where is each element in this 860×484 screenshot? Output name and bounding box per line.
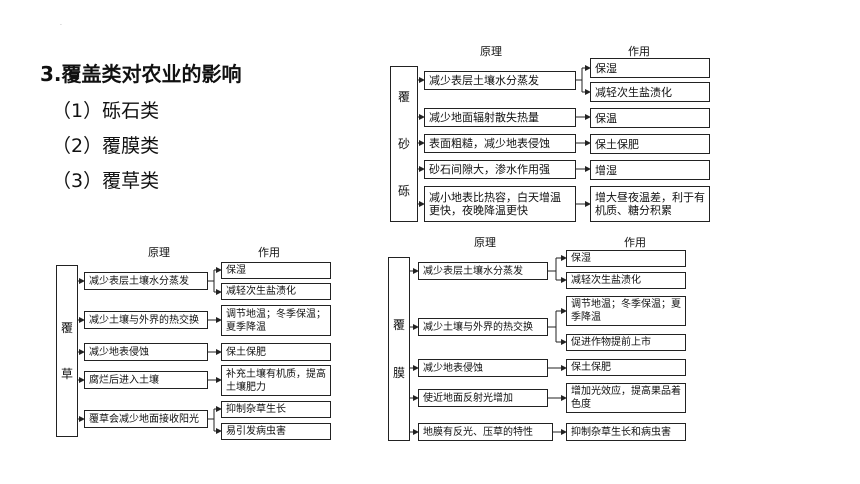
gravel-effect-1b: 减轻次生盐渍化 xyxy=(590,82,710,102)
film-effect-2b: 促进作物提前上市 xyxy=(566,334,686,351)
film-side-box: 覆 膜 xyxy=(388,257,410,441)
straw-effect-2: 调节地温；冬季保温；夏季降温 xyxy=(221,305,331,336)
gravel-effect-3: 保土保肥 xyxy=(590,134,710,154)
gravel-principle-2: 减少地面辐射散失热量 xyxy=(424,108,576,127)
straw-side-char-2: 草 xyxy=(60,367,73,381)
gravel-principle-4: 砂石间隙大，渗水作用强 xyxy=(424,160,576,179)
list-item-straw: （3）覆草类 xyxy=(52,170,160,192)
film-principle-1: 减少表层土壤水分蒸发 xyxy=(418,262,548,280)
straw-header-principle: 原理 xyxy=(148,246,170,259)
straw-effect-1b: 减轻次生盐渍化 xyxy=(221,283,331,300)
gravel-effect-4: 增湿 xyxy=(590,160,710,180)
straw-principle-2: 减少土壤与外界的热交换 xyxy=(84,311,208,329)
gravel-effect-1a: 保湿 xyxy=(590,58,710,78)
gravel-principle-5: 减小地表比热容，白天增温更快，夜晚降温更快 xyxy=(424,186,576,222)
decorative-dot: · xyxy=(60,22,62,29)
gravel-effect-5: 增大昼夜温差，利于有机质、糖分积累 xyxy=(590,186,710,222)
straw-effect-4: 补充土壤有机质，提高土壤肥力 xyxy=(221,365,331,396)
straw-principle-5: 覆草会减少地面接收阳光 xyxy=(84,410,208,428)
film-principle-4: 使近地面反射光增加 xyxy=(418,389,548,407)
film-side-char-1: 覆 xyxy=(392,318,405,332)
film-principle-2: 减少土壤与外界的热交换 xyxy=(418,318,548,336)
list-item-film: （2）覆膜类 xyxy=(52,135,160,157)
gravel-principle-3: 表面粗糙，减少地表侵蚀 xyxy=(424,134,576,153)
film-effect-2a: 调节地温；冬季保温；夏季降温 xyxy=(566,296,686,326)
gravel-principle-1: 减少表层土壤水分蒸发 xyxy=(424,71,576,90)
gravel-effect-2: 保温 xyxy=(590,108,710,128)
straw-principle-1: 减少表层土壤水分蒸发 xyxy=(84,272,208,290)
film-principle-3: 减少地表侵蚀 xyxy=(418,359,548,377)
film-effect-1b: 减轻次生盐渍化 xyxy=(566,272,686,289)
list-item-gravel: （1）砾石类 xyxy=(52,100,160,122)
straw-header-effect: 作用 xyxy=(258,246,280,259)
gravel-side-char-3: 砾 xyxy=(397,184,410,199)
gravel-side-box: 覆 砂 砾 xyxy=(390,66,418,222)
straw-effect-5b: 易引发病虫害 xyxy=(221,423,331,440)
gravel-side-char-2: 砂 xyxy=(397,136,410,151)
film-effect-5: 抑制杂草生长和病虫害 xyxy=(566,423,686,441)
straw-side-char-1: 覆 xyxy=(60,321,73,335)
film-header-principle: 原理 xyxy=(474,236,496,249)
gravel-header-effect: 作用 xyxy=(628,45,650,58)
film-effect-1a: 保湿 xyxy=(566,250,686,267)
film-side-char-2: 膜 xyxy=(392,366,405,380)
section-heading: 3.覆盖类对农业的影响 xyxy=(40,62,242,86)
film-effect-3: 保土保肥 xyxy=(566,359,686,376)
gravel-side-char-1: 覆 xyxy=(397,89,410,104)
straw-effect-1a: 保湿 xyxy=(221,262,331,279)
straw-side-box: 覆 草 xyxy=(56,265,78,437)
straw-principle-3: 减少地表侵蚀 xyxy=(84,343,208,361)
gravel-header-principle: 原理 xyxy=(480,45,502,58)
straw-effect-3: 保土保肥 xyxy=(221,343,331,361)
film-principle-5: 地膜有反光、压草的特性 xyxy=(418,423,553,441)
film-header-effect: 作用 xyxy=(624,236,646,249)
film-effect-4: 增加光效应，提高果品着色度 xyxy=(566,383,686,413)
straw-effect-5a: 抑制杂草生长 xyxy=(221,401,331,418)
straw-principle-4: 腐烂后进入土壤 xyxy=(84,371,208,389)
